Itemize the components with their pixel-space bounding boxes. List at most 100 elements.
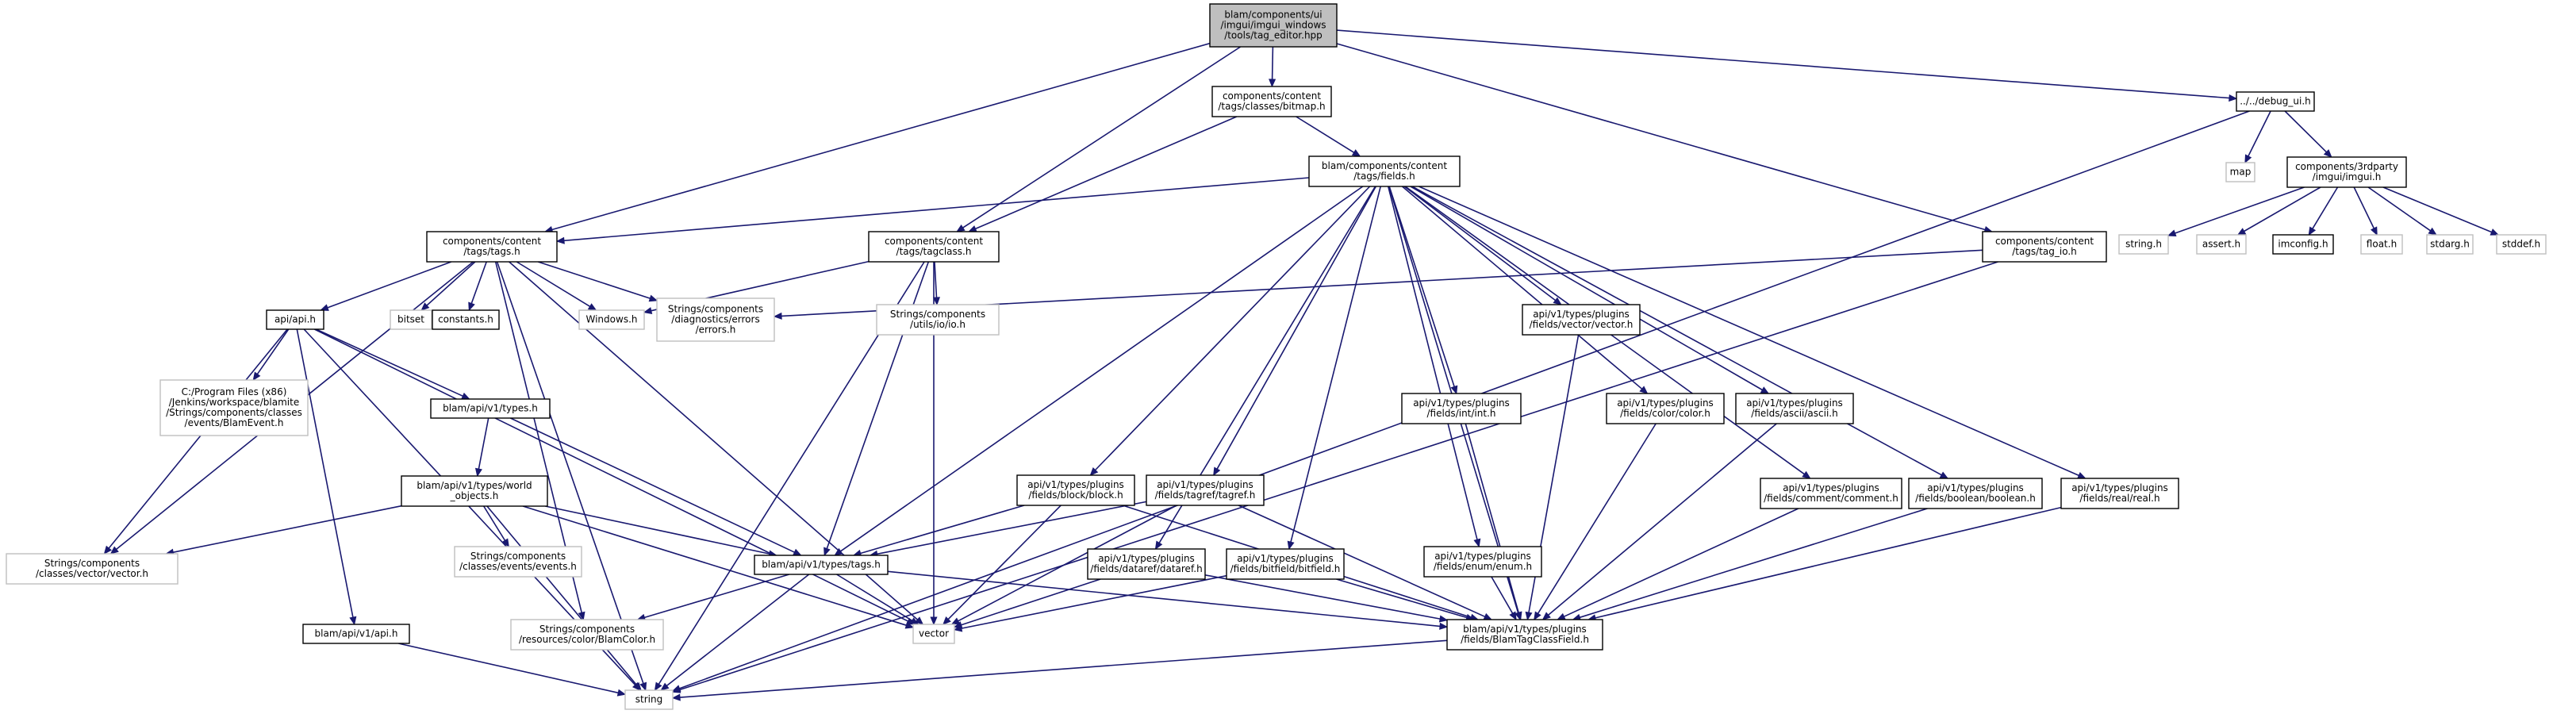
edge-root-to-tagclass bbox=[956, 46, 1242, 232]
node-fcolor[interactable]: api/v1/types/plugins/fields/color/color.… bbox=[1606, 393, 1725, 424]
edge-tags-h-to-string bbox=[496, 261, 647, 692]
node-label: api/v1/types/plugins bbox=[1413, 397, 1510, 409]
node-label: /Jenkins/workspace/blamite bbox=[169, 397, 299, 408]
node-fbitfield[interactable]: api/v1/types/plugins/fields/bitfield/bit… bbox=[1226, 548, 1345, 580]
edge-fboolean-to-tagclassfield bbox=[1572, 508, 1928, 621]
node-label: /diagnostics/errors bbox=[671, 314, 759, 325]
node-box bbox=[2272, 234, 2334, 255]
node-imgui[interactable]: components/3rdparty/imgui/imgui.h bbox=[2286, 156, 2407, 188]
node-blamevent[interactable]: C:/Program Files (x86)/Jenkins/workspace… bbox=[159, 379, 309, 436]
node-tags-h[interactable]: components/content/tags/tags.h bbox=[426, 231, 558, 263]
node-label: string.h bbox=[2125, 239, 2162, 250]
node-constants[interactable]: constants.h bbox=[432, 309, 500, 330]
node-box bbox=[2196, 234, 2247, 255]
node-float-h[interactable]: float.h bbox=[2360, 234, 2403, 255]
node-label: blam/api/v1/types/world bbox=[417, 480, 532, 491]
node-box bbox=[1735, 393, 1854, 424]
node-label: stdarg.h bbox=[2430, 239, 2470, 250]
node-io[interactable]: Strings/components/utils/io/io.h bbox=[876, 304, 1000, 336]
node-fields[interactable]: blam/components/content/tags/fields.h bbox=[1308, 155, 1461, 187]
node-label: /fields/bitfield/bitfield.h bbox=[1230, 563, 1341, 574]
node-label: api/v1/types/plugins bbox=[1027, 479, 1124, 490]
node-fboolean[interactable]: api/v1/types/plugins/fields/boolean/bool… bbox=[1908, 478, 2043, 509]
node-string[interactable]: string bbox=[624, 689, 674, 710]
node-label: /fields/ascii/ascii.h bbox=[1751, 408, 1837, 419]
node-label: components/content bbox=[443, 236, 541, 247]
node-box bbox=[868, 231, 1000, 263]
edge-imgui-to-imconfig bbox=[2308, 186, 2339, 236]
edge-tag-io-to-string bbox=[671, 261, 1998, 693]
edge-freal-to-tagclassfield bbox=[1587, 506, 2062, 622]
node-box bbox=[426, 231, 558, 263]
node-box bbox=[1146, 474, 1265, 506]
node-ftagref[interactable]: api/v1/types/plugins/fields/tagref/tagre… bbox=[1146, 474, 1265, 506]
node-label: /utils/io/io.h bbox=[910, 319, 966, 330]
node-box bbox=[510, 619, 664, 651]
node-label: imconfig.h bbox=[2278, 239, 2328, 250]
node-api-h[interactable]: api/api.h bbox=[266, 309, 324, 330]
edge-root-to-bitmap bbox=[1269, 46, 1276, 88]
node-windows[interactable]: Windows.h bbox=[578, 309, 645, 330]
node-v1api[interactable]: blam/api/v1/api.h bbox=[302, 624, 410, 644]
node-fcomment[interactable]: api/v1/types/plugins/fields/comment/comm… bbox=[1760, 478, 1902, 509]
node-tag-io[interactable]: components/content/tags/tag_io.h bbox=[1982, 231, 2107, 263]
node-label: Strings/components bbox=[890, 309, 985, 320]
node-label: Strings/components bbox=[668, 304, 763, 315]
node-box bbox=[390, 309, 432, 330]
node-tagclassfield[interactable]: blam/api/v1/types/plugins/fields/BlamTag… bbox=[1446, 619, 1603, 651]
node-label: api/api.h bbox=[274, 314, 316, 325]
node-label: Windows.h bbox=[586, 314, 638, 325]
node-label: /fields/tagref/tagref.h bbox=[1155, 489, 1256, 501]
node-box bbox=[912, 624, 955, 644]
node-fenum[interactable]: api/v1/types/plugins/fields/enum/enum.h bbox=[1423, 546, 1542, 578]
node-string-h[interactable]: string.h bbox=[2118, 234, 2169, 255]
node-imconfig[interactable]: imconfig.h bbox=[2272, 234, 2334, 255]
node-fascii[interactable]: api/v1/types/plugins/fields/ascii/ascii.… bbox=[1735, 393, 1854, 424]
node-types-tags[interactable]: blam/api/v1/types/tags.h bbox=[754, 555, 889, 575]
node-label: components/content bbox=[1995, 236, 2094, 247]
node-label: api/v1/types/plugins bbox=[1237, 553, 1334, 564]
node-tagclass[interactable]: components/content/tags/tagclass.h bbox=[868, 231, 1000, 263]
node-box bbox=[1226, 548, 1345, 580]
edge-api-h-to-v1api bbox=[296, 328, 357, 626]
node-fvector[interactable]: api/v1/types/plugins/fields/vector/vecto… bbox=[1522, 304, 1641, 336]
node-debug-ui[interactable]: ../../debug_ui.h bbox=[2236, 91, 2315, 112]
node-map[interactable]: map bbox=[2225, 162, 2255, 182]
node-fblock[interactable]: api/v1/types/plugins/fields/block/block.… bbox=[1016, 474, 1135, 506]
edge-imgui-to-stddef bbox=[2382, 186, 2500, 236]
node-label: /tags/classes/bitmap.h bbox=[1218, 101, 1325, 112]
node-label: /fields/color/color.h bbox=[1620, 408, 1710, 419]
edge-fbitfield-to-tagclassfield bbox=[1336, 578, 1475, 621]
edge-fields-to-fvector bbox=[1403, 186, 1562, 305]
edge-fields-to-fboolean bbox=[1411, 186, 1949, 479]
node-label: /fields/enum/enum.h bbox=[1434, 561, 1532, 572]
node-label: /events/BlamEvent.h bbox=[185, 417, 284, 428]
node-label: api/v1/types/plugins bbox=[2071, 482, 2168, 493]
node-world[interactable]: blam/api/v1/types/world_objects.h bbox=[401, 475, 548, 507]
node-freal[interactable]: api/v1/types/plugins/fields/real/real.h bbox=[2060, 478, 2179, 509]
node-root[interactable]: blam/components/ui/imgui/imgui_windows/t… bbox=[1209, 3, 1338, 48]
node-fint[interactable]: api/v1/types/plugins/fields/int/int.h bbox=[1401, 393, 1522, 424]
node-vector[interactable]: vector bbox=[912, 624, 955, 644]
node-bitset[interactable]: bitset bbox=[390, 309, 432, 330]
node-box bbox=[1401, 393, 1522, 424]
node-types-h[interactable]: blam/api/v1/types.h bbox=[430, 398, 551, 419]
node-assert-h[interactable]: assert.h bbox=[2196, 234, 2247, 255]
edge-tags-h-to-api-h bbox=[320, 261, 452, 311]
node-label: map bbox=[2230, 167, 2252, 178]
node-events-h[interactable]: Strings/components/classes/events/events… bbox=[454, 546, 582, 578]
node-stdarg[interactable]: stdarg.h bbox=[2426, 234, 2474, 255]
node-label: blam/api/v1/api.h bbox=[315, 628, 398, 639]
node-vector-h[interactable]: Strings/components/classes/vector/vector… bbox=[6, 553, 179, 585]
node-bitmap[interactable]: components/content/tags/classes/bitmap.h bbox=[1211, 86, 1332, 117]
node-blamcolor[interactable]: Strings/components/resources/color/BlamC… bbox=[510, 619, 664, 651]
node-errors[interactable]: Strings/components/diagnostics/errors/er… bbox=[656, 298, 775, 342]
edge-world-to-events-h bbox=[483, 505, 509, 548]
node-label: /imgui/imgui.h bbox=[2313, 171, 2382, 182]
node-fdataref[interactable]: api/v1/types/plugins/fields/dataref/data… bbox=[1087, 548, 1206, 580]
node-stddef[interactable]: stddef.h bbox=[2496, 234, 2547, 255]
node-label: stddef.h bbox=[2502, 239, 2540, 250]
edge-fascii-to-tagclassfield bbox=[1541, 423, 1777, 620]
node-label: api/v1/types/plugins bbox=[1746, 397, 1843, 409]
node-box bbox=[2496, 234, 2547, 255]
